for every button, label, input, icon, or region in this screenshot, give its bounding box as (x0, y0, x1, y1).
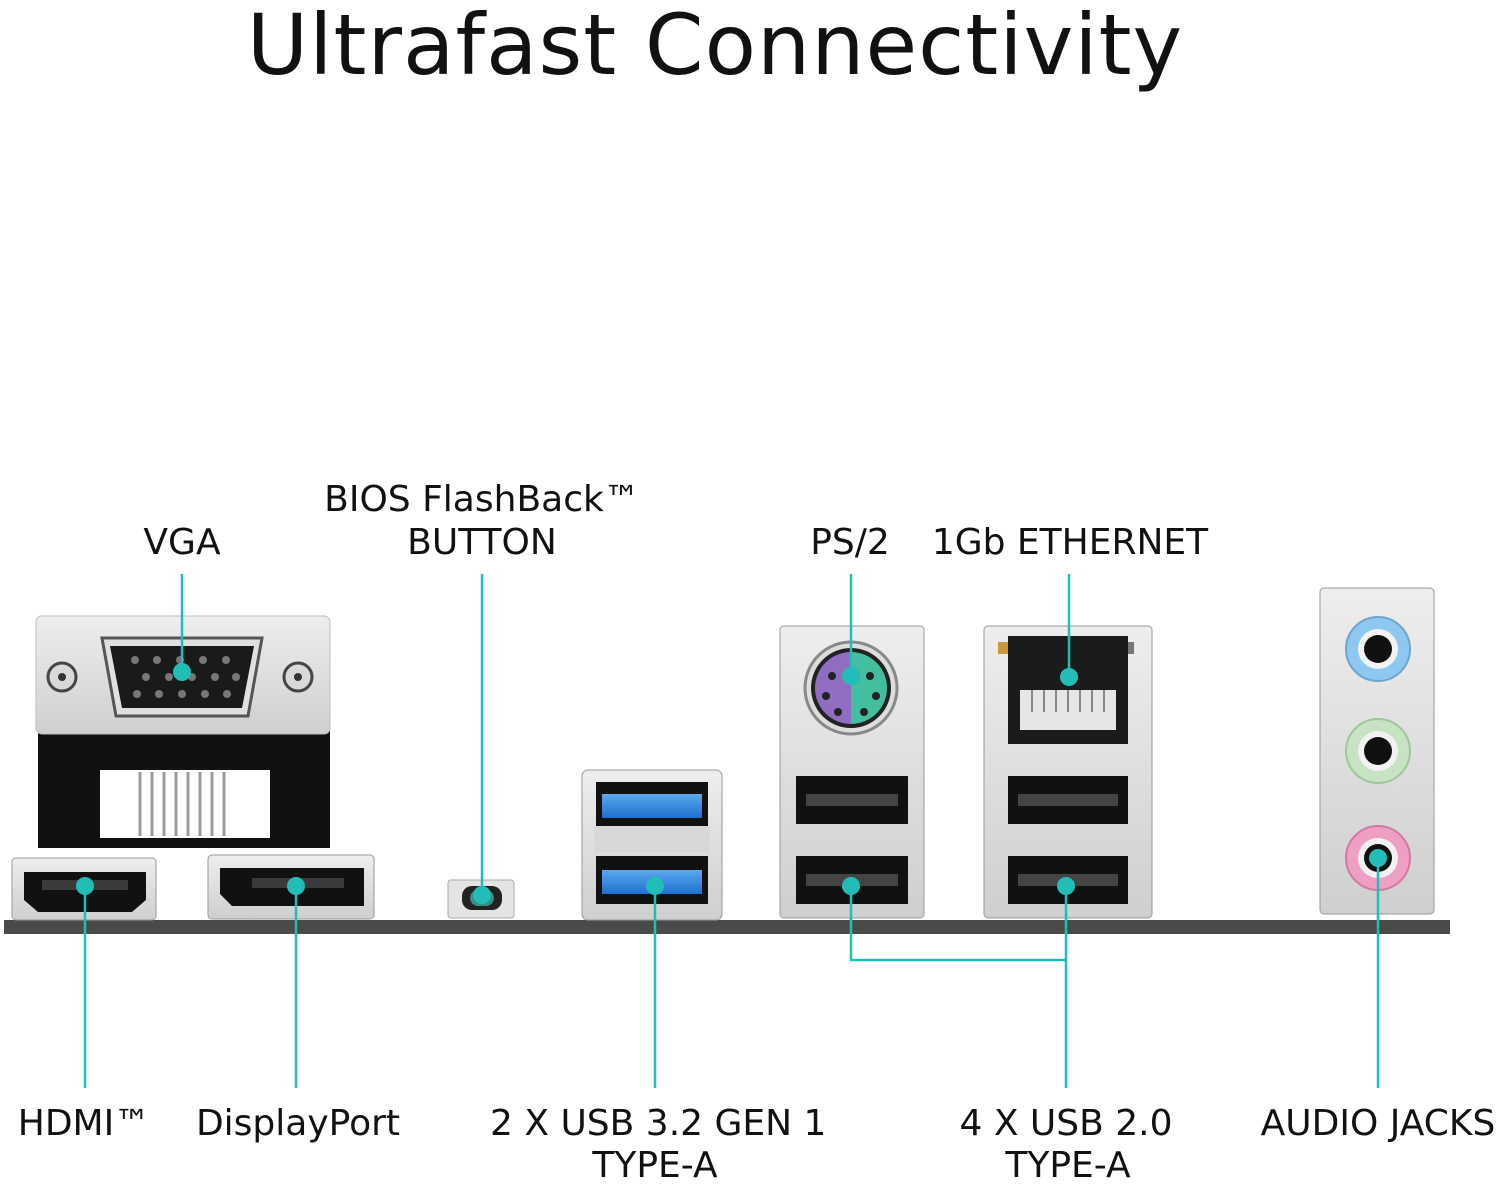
label-ethernet: 1Gb ETHERNET (931, 522, 1209, 563)
label-usb32-line1: 2 X USB 3.2 GEN 1 (490, 1103, 827, 1144)
callout-dots (76, 663, 1387, 904)
label-bios-flashback-line2: BUTTON (407, 522, 557, 563)
label-vga: VGA (143, 522, 221, 563)
label-displayport: DisplayPort (195, 1103, 401, 1144)
label-ps2: PS/2 (810, 522, 890, 563)
label-audio-jacks: AUDIO JACKS (1260, 1103, 1496, 1144)
audio-jacks (1319, 587, 1435, 915)
label-usb20-line1: 4 X USB 2.0 (959, 1103, 1173, 1144)
label-usb32-line2: TYPE-A (592, 1145, 718, 1186)
page-title: Ultrafast Connectivity (246, 0, 1184, 94)
ps2-usb-stack (779, 625, 925, 919)
callout-lines (83, 574, 1380, 1088)
usb32-stack (581, 769, 723, 921)
board-edge (4, 920, 1450, 934)
label-bios-flashback-line1: BIOS FlashBack™ (324, 479, 640, 520)
label-hdmi: HDMI™ (17, 1103, 151, 1144)
label-usb20-line2: TYPE-A (1005, 1145, 1131, 1186)
